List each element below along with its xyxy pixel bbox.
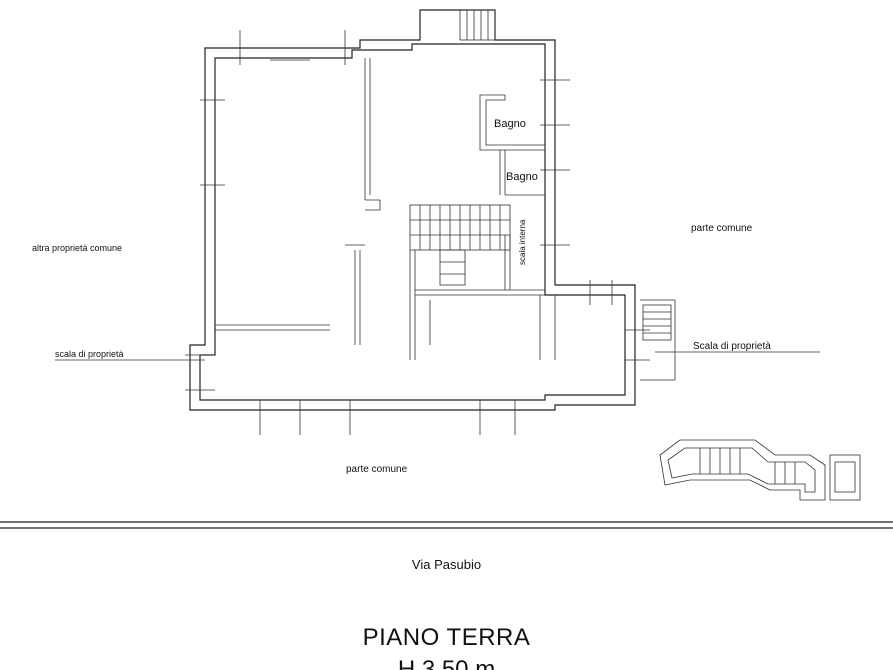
side-entry-stair <box>640 299 676 381</box>
top-entry-stair <box>459 9 496 41</box>
label-scala-left: scala di proprietà <box>55 349 124 359</box>
floor-title: PIANO TERRA <box>362 624 531 651</box>
room-label-scala-interna: scala interna <box>518 219 527 265</box>
exterior-walls <box>189 9 636 411</box>
label-scala-right: Scala di proprietà <box>693 341 771 352</box>
room-label-bagno-2: Bagno <box>506 171 538 183</box>
interior-walls <box>215 58 556 360</box>
floor-height: H 3.50 m <box>397 656 496 670</box>
dimension-ticks <box>185 30 650 435</box>
stair-detail <box>659 439 861 501</box>
floor-plan: Bagno Bagno scala interna parte comune p… <box>0 9 893 529</box>
street-name: Via Pasubio <box>411 557 482 572</box>
interior-staircase <box>409 204 511 286</box>
label-parte-comune-left: altra proprietà comune <box>32 243 122 253</box>
label-parte-comune-bottom: parte comune <box>346 464 408 475</box>
room-label-bagno-1: Bagno <box>494 118 526 130</box>
label-parte-comune-right: parte comune <box>691 223 753 234</box>
